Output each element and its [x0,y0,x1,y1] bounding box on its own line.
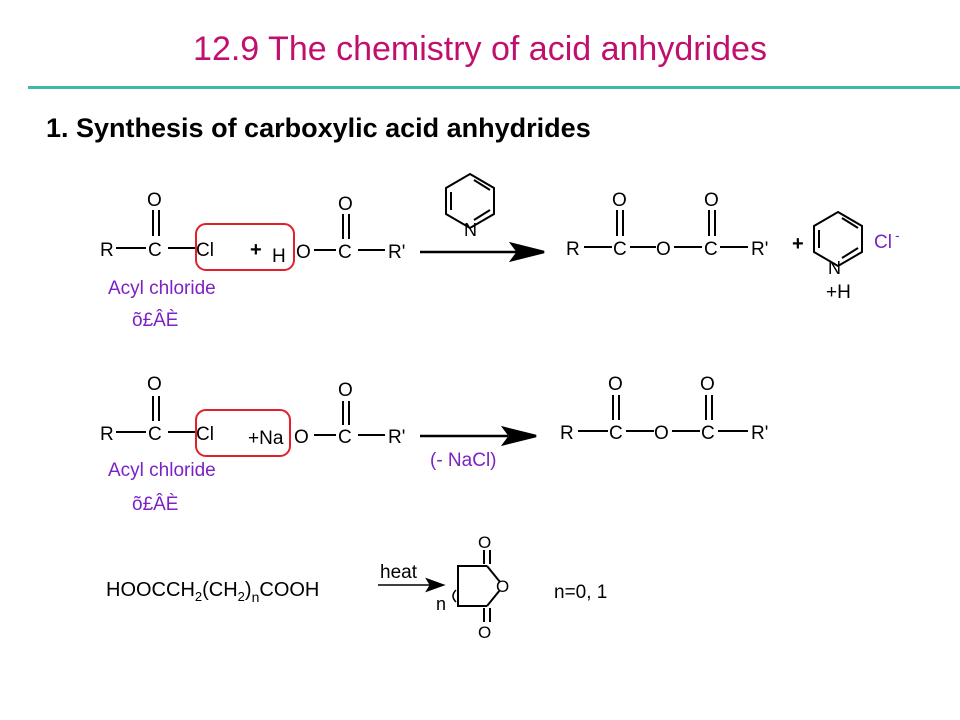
page-title: 12.9 The chemistry of acid anhydrides [193,30,767,68]
acyl-chloride-label: Acyl chloride [108,460,216,481]
atom-O: O [478,623,491,642]
section-heading: 1. Synthesis of carboxylic acid anhydrid… [46,113,591,143]
reactant-formula: HOOCCH2(CH2)nCOOH [106,579,319,605]
bond-highlight [195,409,291,457]
atom-O: O [608,374,623,395]
condition-label: heat [380,562,418,583]
atom-Cl: Cl [196,240,214,261]
atom-R: R [100,240,114,261]
atom-C: C [148,240,162,261]
byproduct-label: (- NaCl) [430,450,497,471]
plus-sign: + [792,233,804,255]
atom-H: H [272,246,286,267]
atom-Cl: Cl [196,424,214,445]
atom-C: C [148,424,162,445]
atom-R: R [560,423,574,444]
atom-O: O [612,190,627,211]
group-R-prime: R' [751,423,768,444]
atom-R: R [566,239,580,260]
atom-O: O [478,533,491,552]
plus-sign: + [250,239,262,261]
atom-O: O [338,380,353,401]
atom-N: N [828,258,841,278]
bond-highlight [195,223,295,271]
garbled-label: õ£ÂÈ [132,309,178,331]
atom-O: O [338,194,353,215]
pyridinium-H: +H [826,282,851,303]
atom-O: O [700,374,715,395]
atom-R: R [100,424,114,445]
atom-O: O [296,242,311,263]
atom-C: C [338,427,352,448]
atom-C: C [704,239,718,260]
atom-O: O [656,239,671,260]
garbled-label: õ£ÂÈ [132,493,178,515]
atom-O: O [704,190,719,211]
group-R-prime: R' [388,242,405,263]
sodium-ion: +Na [248,428,284,449]
atom-O: O [147,190,162,211]
atom-C: C [609,423,623,444]
chloride-charge: - [895,227,900,243]
atom-N: N [464,220,477,240]
atom-O: O [496,577,509,596]
group-R-prime: R' [751,239,768,260]
atom-O: O [294,427,309,448]
atom-O: O [654,423,669,444]
ring-size-n: n [436,594,446,614]
group-R-prime: R' [388,427,405,448]
acyl-chloride-label: Acyl chloride [108,278,216,299]
title-divider [28,86,960,89]
chloride-ion: Cl [874,232,892,253]
n-values-note: n=0, 1 [554,582,607,603]
atom-C: C [701,423,715,444]
atom-C: C [338,242,352,263]
atom-O: O [147,374,162,395]
atom-C: C [613,239,627,260]
